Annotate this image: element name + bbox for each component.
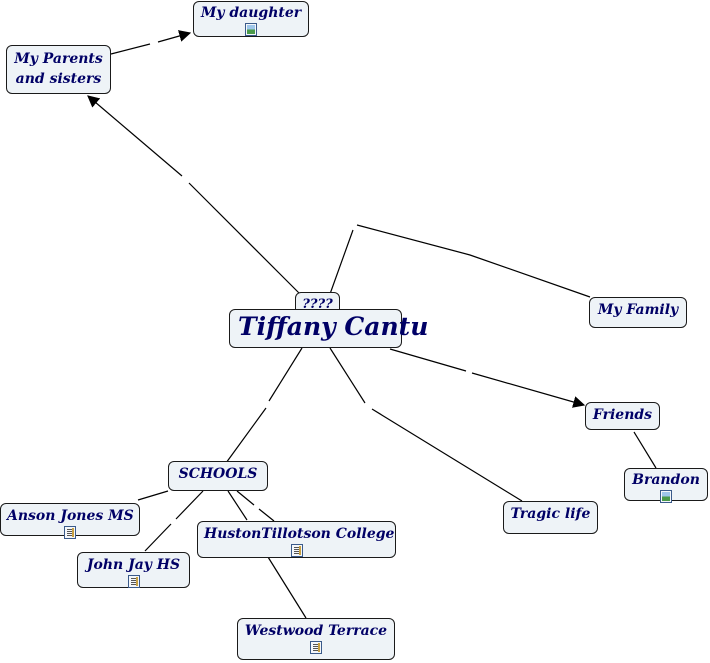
edge-tiffany-friends xyxy=(389,348,586,408)
node-label: Anson Jones MS xyxy=(7,508,134,524)
node-label: ???? xyxy=(302,297,333,312)
edge-schools-huston xyxy=(236,490,275,522)
node-label: Tragic life xyxy=(510,506,591,522)
node-label: My Parents and sisters xyxy=(14,51,103,87)
edge-question-parents xyxy=(87,95,301,295)
node-label: Friends xyxy=(592,407,653,423)
edge-schools-anson xyxy=(137,490,169,501)
node-label: John Jay HS xyxy=(86,557,181,573)
image-icon[interactable] xyxy=(245,23,257,36)
edge-tiffany-tragic xyxy=(329,347,523,502)
node-huston-tillotson-college[interactable]: HustonTillotson College xyxy=(197,521,396,558)
node-label: HustonTillotson College xyxy=(204,526,395,542)
node-tragic-life[interactable]: Tragic life xyxy=(503,501,598,534)
node-friends[interactable]: Friends xyxy=(585,402,660,430)
node-label: Tiffany Cantu xyxy=(238,312,429,341)
image-icon[interactable] xyxy=(660,490,672,503)
node-my-family[interactable]: My Family xyxy=(589,297,687,328)
node-my-daughter[interactable]: My daughter xyxy=(193,1,309,37)
edge-tiffany-schools xyxy=(225,347,303,464)
document-icon[interactable] xyxy=(127,575,140,588)
node-john-jay-hs[interactable]: John Jay HS xyxy=(77,552,190,588)
edge-question-family xyxy=(329,224,591,298)
edge-schools-johnjay xyxy=(144,490,204,552)
edge-friends-brandon xyxy=(633,431,657,469)
node-anson-jones-ms[interactable]: Anson Jones MS xyxy=(0,503,140,539)
node-tiffany-cantu[interactable]: Tiffany Cantu xyxy=(229,309,429,348)
node-brandon[interactable]: Brandon xyxy=(624,468,708,503)
edge-schools-westwood xyxy=(227,490,307,619)
node-label: SCHOOLS xyxy=(178,466,258,482)
node-schools[interactable]: SCHOOLS xyxy=(168,461,268,491)
document-icon[interactable] xyxy=(290,544,303,557)
node-label: My Family xyxy=(597,302,679,318)
document-icon[interactable] xyxy=(64,526,76,539)
document-icon[interactable] xyxy=(310,641,322,654)
node-label: Brandon xyxy=(632,472,700,488)
node-parents-and-sisters[interactable]: My Parents and sisters xyxy=(6,45,111,94)
node-label: My daughter xyxy=(200,5,302,21)
edge-parents-daughter xyxy=(110,30,192,55)
node-westwood-terrace[interactable]: Westwood Terrace xyxy=(237,618,395,660)
node-label: Westwood Terrace xyxy=(244,623,388,639)
